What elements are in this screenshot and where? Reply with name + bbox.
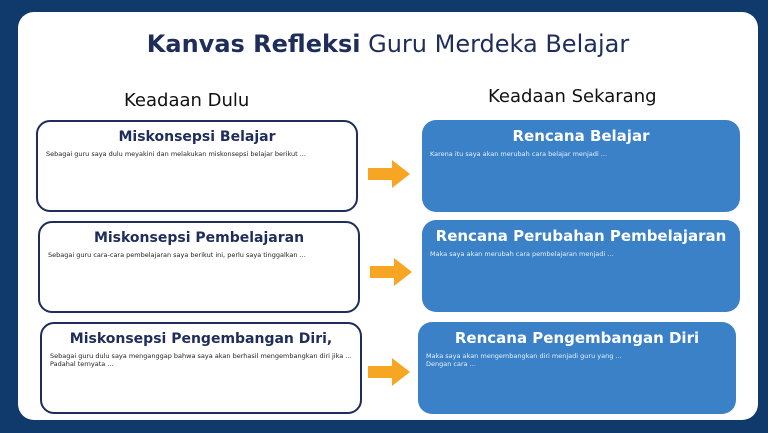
box-text: Karena itu saya akan merubah cara belaja…: [430, 150, 608, 158]
arrow-right-icon: [368, 358, 410, 386]
arrow-right-icon: [368, 160, 410, 188]
box-text: Sebagai guru dulu saya menganggap bahwa …: [50, 352, 352, 368]
title-regular: Guru Merdeka Belajar: [368, 30, 630, 58]
box-heading: Rencana Pengembangan Diri: [454, 329, 700, 347]
arrow-right-icon: [370, 258, 412, 286]
page-title: Kanvas Refleksi Guru Merdeka Belajar: [18, 30, 758, 58]
canvas-card: Kanvas Refleksi Guru Merdeka Belajar Kea…: [18, 12, 758, 420]
box-miskonsepsi-pembelajaran: Miskonsepsi Pembelajaran Sebagai guru ca…: [38, 221, 360, 313]
box-text: Maka saya akan merubah cara pembelajaran…: [430, 250, 614, 258]
box-heading: Rencana Belajar: [512, 127, 650, 145]
box-rencana-pengembangan-diri: Rencana Pengembangan Diri Maka saya akan…: [418, 322, 736, 414]
box-text: Sebagai guru cara-cara pembelajaran saya…: [48, 251, 306, 259]
box-miskonsepsi-pengembangan-diri: Miskonsepsi Pengembangan Diri, Sebagai g…: [40, 322, 362, 414]
box-heading: Miskonsepsi Belajar: [118, 129, 276, 145]
box-heading: Rencana Perubahan Pembelajaran: [435, 227, 727, 245]
title-bold: Kanvas Refleksi: [146, 30, 361, 58]
box-text: Maka saya akan mengembangkan diri menjad…: [426, 352, 622, 368]
box-heading: Miskonsepsi Pengembangan Diri,: [69, 331, 333, 347]
column-heading-right: Keadaan Sekarang: [488, 86, 657, 107]
column-heading-left: Keadaan Dulu: [124, 90, 250, 111]
box-heading: Miskonsepsi Pembelajaran: [93, 230, 305, 246]
box-text: Sebagai guru saya dulu meyakini dan mela…: [46, 150, 306, 158]
box-rencana-perubahan-pembelajaran: Rencana Perubahan Pembelajaran Maka saya…: [422, 220, 740, 312]
box-miskonsepsi-belajar: Miskonsepsi Belajar Sebagai guru saya du…: [36, 120, 358, 212]
box-rencana-belajar: Rencana Belajar Karena itu saya akan mer…: [422, 120, 740, 212]
